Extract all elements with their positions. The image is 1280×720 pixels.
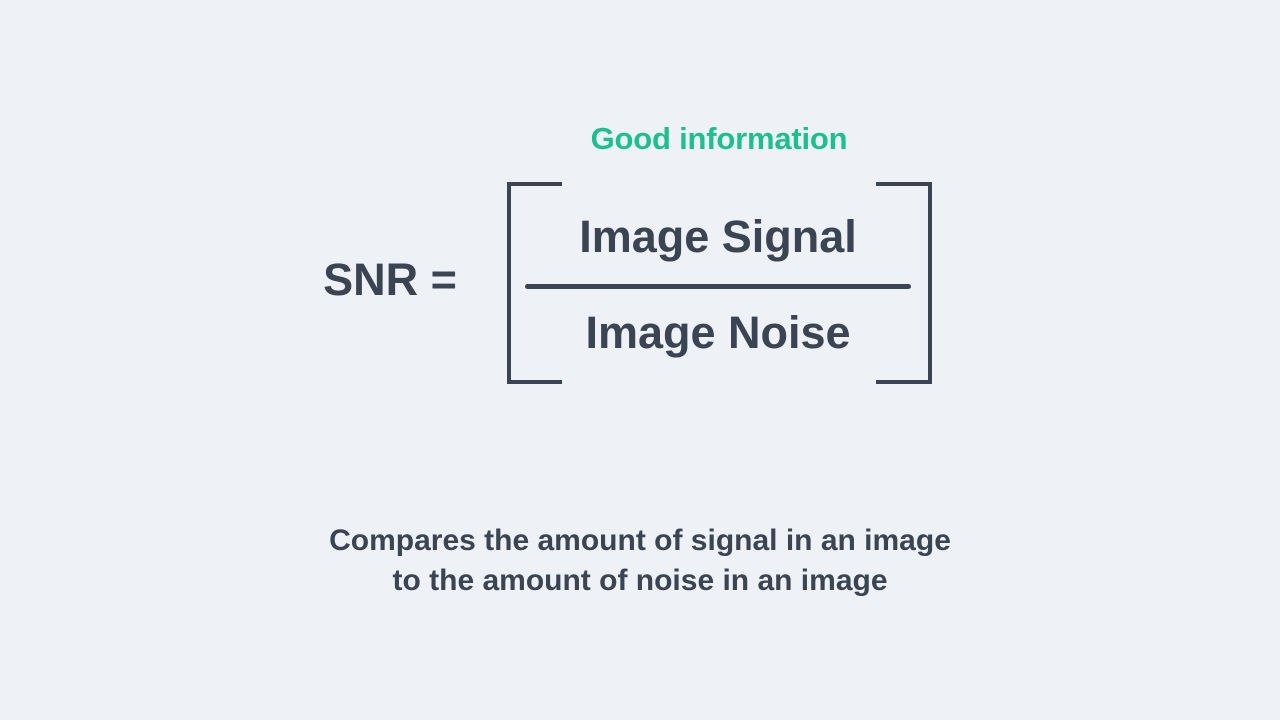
- caption-line-1: Compares the amount of signal in an imag…: [329, 524, 951, 557]
- fraction-bar: [525, 284, 911, 289]
- denominator-image-noise: Image Noise: [585, 307, 851, 358]
- good-information-label: Good information: [590, 121, 848, 156]
- right-bracket: [876, 182, 932, 384]
- numerator-image-signal: Image Signal: [579, 211, 857, 262]
- caption: Compares the amount of signal in an imag…: [190, 521, 1090, 601]
- caption-line-2: to the amount of noise in an image: [392, 564, 888, 597]
- left-bracket: [507, 182, 562, 384]
- snr-equals-label: SNR =: [323, 254, 457, 305]
